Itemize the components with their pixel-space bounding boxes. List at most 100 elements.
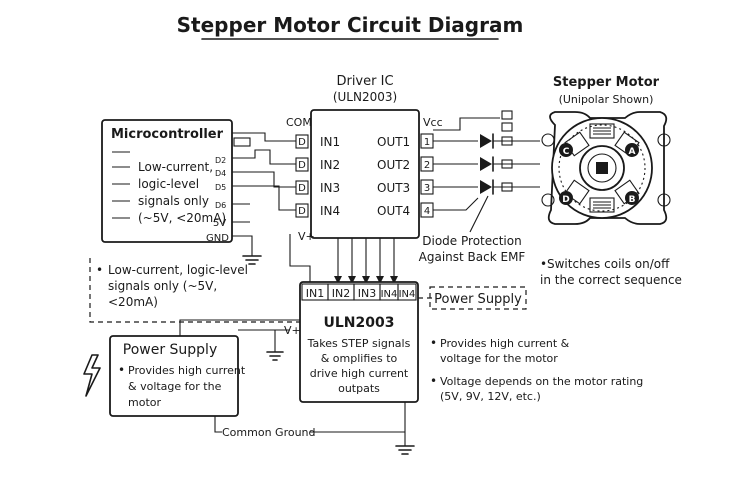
- motor-note-line1: Switches coils on/off: [547, 257, 670, 271]
- ps-vplus-label: V+: [284, 324, 301, 337]
- uln-desc-line1: Takes STEP signals: [307, 337, 411, 350]
- coil-badge: [559, 143, 573, 157]
- vplus-wire: [289, 234, 311, 282]
- diode-symbol: [480, 134, 492, 148]
- motor-subtitle: (Unipolar Shown): [559, 93, 654, 106]
- terminal: [501, 110, 513, 120]
- svg-text:•: •: [96, 263, 103, 277]
- uln-desc-line2: & omplifies to: [321, 352, 398, 365]
- note-right-1-line2: voltage for the motor: [440, 352, 558, 365]
- stator-teeth: [558, 124, 646, 212]
- diode-symbol: [480, 157, 492, 171]
- uln-inputs: IN1 IN2 IN3 IN4 IN4: [301, 283, 417, 301]
- driver-out4-label: OUT4: [377, 204, 410, 218]
- mount-hole: [657, 133, 671, 147]
- motor-shaft: [596, 162, 608, 174]
- motor-title: Stepper Motor: [553, 75, 660, 90]
- power-supply-title: Power Supply: [123, 342, 218, 358]
- uln-in2-label: IN2: [332, 287, 350, 300]
- svg-text:•: •: [430, 336, 437, 350]
- diode-note-line1: Diode Protection: [422, 234, 521, 248]
- coil-d-label: D: [562, 195, 569, 205]
- mc-desc-line3: signals only: [138, 194, 209, 208]
- driver-out2-label: OUT2: [377, 158, 410, 172]
- svg-text:•: •: [118, 363, 125, 377]
- out-pin-num: 1: [424, 137, 430, 148]
- diode-note-pointer: [469, 195, 489, 233]
- out-pin-num: 2: [424, 160, 430, 171]
- microcontroller-box: [101, 119, 233, 243]
- ps-desc-line3: motor: [128, 396, 161, 409]
- coil-badge: [625, 143, 639, 157]
- wire: [232, 132, 296, 142]
- power-supply-box: [109, 335, 239, 417]
- ps-desc-line2: & voltage for the: [128, 380, 222, 393]
- protection-diodes: [433, 110, 540, 211]
- driver-ic-box: [310, 109, 420, 239]
- mc-desc-line2: logic-level: [138, 177, 199, 191]
- ps-tag-box: [429, 286, 527, 310]
- signal-wires: [232, 132, 296, 265]
- wire: [433, 197, 479, 211]
- uln-in4-label: IN4: [399, 289, 416, 300]
- note-right-2-line1: Voltage depends on the motor rating: [440, 375, 643, 388]
- uln-in3-label: IN3: [358, 287, 376, 300]
- mount-hole: [657, 193, 671, 207]
- driver-to-uln-arrows: [334, 238, 398, 284]
- terminal: [501, 136, 513, 146]
- driver-ic-title: Driver IC: [336, 74, 393, 89]
- mc-pin-5v: 5V: [213, 218, 226, 229]
- pin-d-label: D: [298, 206, 306, 217]
- driver-in4-label: IN4: [320, 204, 340, 218]
- low-current-note-line1: Low-current, logic-level: [108, 263, 248, 277]
- uln-in4-label: IN4: [381, 289, 398, 300]
- driver-com-label: COM: [286, 116, 312, 129]
- ps-to-uln-wire: [179, 319, 300, 336]
- pin-header: [233, 137, 251, 147]
- note-right-1-line1: Provides high current &: [440, 337, 570, 350]
- ps-desc-line1: Provides high current: [128, 364, 246, 377]
- driver-out3-label: OUT3: [377, 181, 410, 195]
- common-ground-wire-left: [214, 416, 222, 433]
- mc-desc-line1: Low-current,: [138, 160, 213, 174]
- uln-desc-line4: outpats: [338, 382, 380, 395]
- rotor-inner: [587, 153, 617, 183]
- vcc-wire: [433, 117, 500, 131]
- low-current-dashed-line: [89, 258, 300, 323]
- coil-c-label: C: [563, 147, 570, 157]
- terminal: [501, 182, 513, 192]
- motor-note-line2: in the correct sequence: [540, 273, 682, 287]
- mc-pin-gnd: GND: [206, 233, 229, 244]
- pin-d-label: D: [298, 137, 306, 148]
- driver-in1-label: IN1: [320, 135, 340, 149]
- diode-note-line2: Against Back EMF: [419, 250, 526, 264]
- out-pin-num: 3: [424, 183, 430, 194]
- driver-out1-label: OUT1: [377, 135, 410, 149]
- mc-pin-d6: D6: [215, 201, 226, 210]
- note-right-2-line2: (5V, 9V, 12V, etc.): [440, 390, 541, 403]
- uln-title: ULN2003: [324, 315, 395, 331]
- lightning-icon: [83, 354, 101, 397]
- low-current-note-line3: <20mA): [108, 295, 158, 309]
- driver-in2-label: IN2: [320, 158, 340, 172]
- stepper-motor-drawing: A B C D: [541, 111, 671, 225]
- uln-in1-label: IN1: [306, 287, 324, 300]
- coil-a-label: A: [629, 147, 636, 157]
- mount-hole: [541, 133, 555, 147]
- ps-tag-label: Power Supply: [434, 292, 522, 307]
- driver-in3-label: IN3: [320, 181, 340, 195]
- wire: [232, 149, 296, 165]
- driver-vplus-label: V+: [298, 230, 315, 243]
- coil-badge: [625, 191, 639, 205]
- wire: [232, 171, 296, 188]
- diagram-title: Stepper Motor Circuit Diagram: [177, 13, 524, 37]
- svg-text:•: •: [540, 257, 547, 271]
- mc-pin-d4: D4: [215, 169, 226, 178]
- microcontroller-desc: Low-current, logic-level signals only (~…: [112, 151, 226, 225]
- coil: [589, 123, 615, 139]
- out-pin-num: 4: [424, 206, 430, 217]
- microcontroller-pins: D2 D4 D5 D6 5V GND: [206, 137, 251, 244]
- mc-pin-d2: D2: [215, 156, 226, 165]
- coil-b-label: B: [629, 195, 636, 205]
- coil-badge: [559, 191, 573, 205]
